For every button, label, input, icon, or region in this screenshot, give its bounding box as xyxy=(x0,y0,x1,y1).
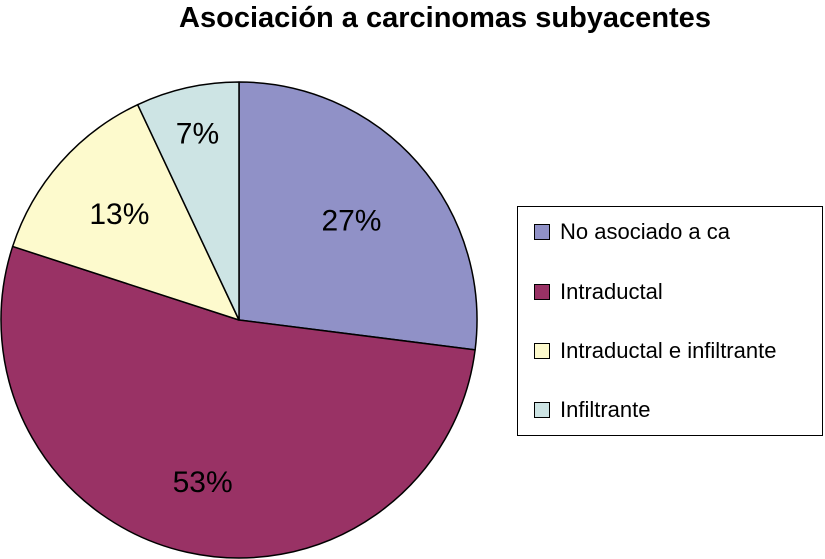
legend-label: Intraductal e infiltrante xyxy=(560,338,777,363)
slice-value-label: 27% xyxy=(321,204,381,237)
legend-swatch xyxy=(534,402,550,418)
slice-value-label: 7% xyxy=(176,118,219,151)
legend-label: Infiltrante xyxy=(560,397,651,422)
legend-item-no-asociado: No asociado a ca xyxy=(534,219,730,244)
chart-title: Asociación a carcinomas subyacentes xyxy=(179,2,711,34)
legend-swatch xyxy=(534,343,550,359)
legend-item-infiltrante: Infiltrante xyxy=(534,397,651,422)
slice-no-asociado xyxy=(238,81,478,351)
slice-intraductal xyxy=(0,245,476,559)
slice-intraductal-infiltrante xyxy=(11,103,240,321)
legend-label: No asociado a ca xyxy=(560,219,730,244)
pie-slices xyxy=(0,81,478,559)
legend-item-intraductal: Intraductal xyxy=(534,279,663,304)
legend: No asociado a ca Intraductal Intraductal… xyxy=(517,206,823,436)
slice-labels: 27% 53% 13% 7% xyxy=(89,118,381,499)
slice-value-label: 53% xyxy=(173,466,233,499)
legend-item-intraductal-infiltrante: Intraductal e infiltrante xyxy=(534,338,777,363)
legend-swatch xyxy=(534,284,550,300)
legend-swatch xyxy=(534,224,550,240)
slice-infiltrante xyxy=(136,81,240,321)
slice-value-label: 13% xyxy=(89,198,149,231)
legend-label: Intraductal xyxy=(560,279,663,304)
